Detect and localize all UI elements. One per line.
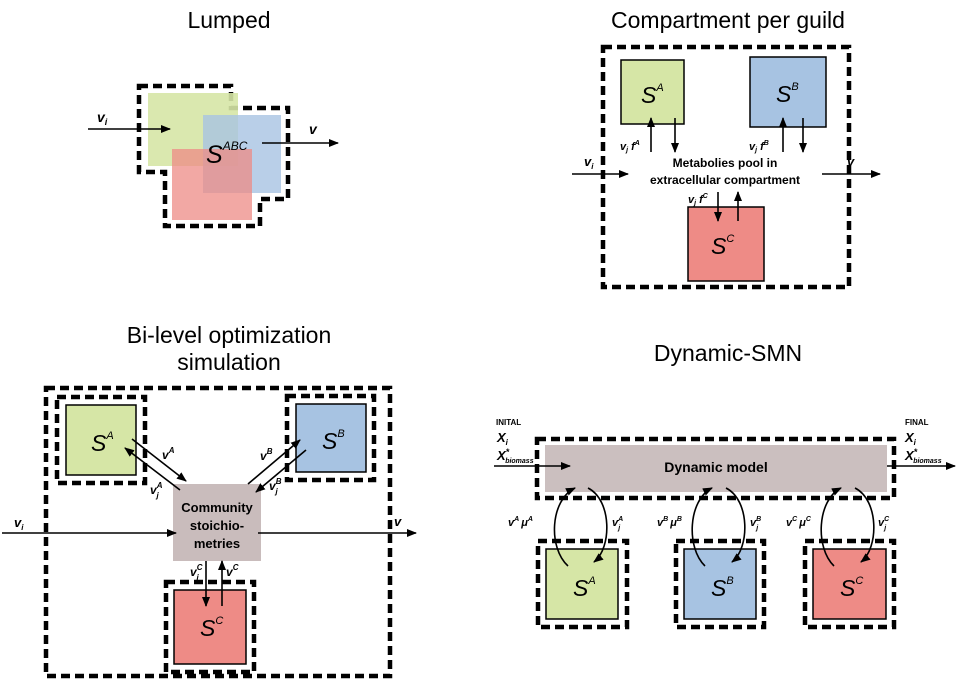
- dynamic-initial-x-label: Xi: [496, 430, 509, 447]
- community-box: [173, 484, 261, 561]
- bilevel-inflow-label: vi: [14, 515, 24, 532]
- bilevel-species-b-box: [295, 403, 367, 473]
- bilevel-c-v-label: vC: [226, 563, 239, 579]
- dynamic-species-a-box: [545, 548, 619, 620]
- dynamic-a-down-arrow: [587, 487, 608, 563]
- lumped-panel: Lumped vi v SABC: [88, 7, 339, 229]
- compartment-species-a-box: [620, 59, 685, 125]
- dynamic-species-b-label: SB: [711, 575, 734, 601]
- bilevel-title-line2: simulation: [177, 349, 281, 375]
- community-label-line3: metries: [194, 536, 240, 551]
- community-label-line2: stoichio-: [190, 518, 244, 533]
- compartment-species-c-label: SC: [711, 233, 734, 259]
- dynamic-species-c-box: [812, 548, 887, 620]
- bilevel-c-boundary: [163, 579, 257, 675]
- compartment-species-c-box: [687, 206, 765, 282]
- dynamic-species-a-label: SA: [573, 575, 596, 601]
- bilevel-title-line1: Bi-level optimization: [127, 322, 332, 348]
- lumped-inflow-label: vi: [97, 109, 108, 127]
- bilevel-a-boundary: [54, 394, 148, 486]
- bilevel-community-to-a-arrow: [131, 438, 187, 482]
- bilevel-b-v-label: vB: [260, 447, 273, 463]
- dynamic-c-up-arrow: [820, 487, 842, 567]
- dynamic-b-up-arrow: [691, 487, 713, 567]
- bilevel-outer-boundary: [43, 385, 393, 679]
- dynamic-model-box: [545, 445, 887, 492]
- bilevel-a-v-label: vA: [162, 446, 175, 462]
- dynamic-initial-label: INITAL: [496, 418, 521, 427]
- compartment-species-b-box: [749, 56, 827, 128]
- lumped-outflow-label: v: [309, 121, 318, 137]
- dynamic-panel: Dynamic-SMN INITAL Xi X*biomass FINAL Xi…: [494, 340, 956, 630]
- dynamic-title: Dynamic-SMN: [654, 340, 802, 366]
- bilevel-species-c-box: [173, 589, 247, 665]
- community-label-line1: Community: [181, 500, 253, 515]
- bilevel-b-boundary: [284, 393, 377, 483]
- dynamic-final-x-label: Xi: [904, 430, 917, 447]
- compartment-species-a-label: SA: [641, 82, 664, 108]
- compartment-boundary: [600, 44, 852, 290]
- dynamic-final-label: FINAL: [905, 418, 929, 427]
- bilevel-species-a-label: SA: [91, 430, 114, 456]
- dynamic-c-boundary: [802, 538, 897, 630]
- dynamic-final-biomass-label: X*biomass: [904, 447, 942, 465]
- dynamic-model-boundary: [534, 436, 897, 501]
- bilevel-a-to-community-arrow: [124, 447, 181, 491]
- dynamic-model-label: Dynamic model: [664, 459, 767, 475]
- bilevel-species-b-label: SB: [322, 428, 345, 454]
- pool-label-line1: Metabolies pool in: [673, 156, 778, 170]
- dynamic-species-b-box: [683, 548, 757, 620]
- compartment-outflow-label: v: [847, 154, 855, 169]
- lumped-species-c-box: [172, 149, 252, 220]
- compartment-title: Compartment per guild: [611, 7, 845, 33]
- compartment-species-b-label: SB: [776, 81, 799, 107]
- dynamic-c-down-arrow: [854, 487, 875, 563]
- pool-label-line2: extracellular compartment: [650, 173, 800, 187]
- dynamic-a-up-arrow: [553, 487, 576, 567]
- bilevel-b-to-community-arrow: [247, 439, 301, 485]
- lumped-title: Lumped: [187, 7, 270, 33]
- dynamic-b-boundary: [673, 538, 767, 630]
- bilevel-species-a-box: [65, 404, 137, 476]
- bilevel-species-c-label: SC: [200, 615, 223, 641]
- dynamic-a-boundary: [535, 538, 630, 630]
- compartment-inflow-label: vi: [584, 154, 594, 171]
- lumped-species-label: SABC: [206, 139, 248, 169]
- bilevel-panel: Bi-level optimization simulation SA SB S…: [2, 322, 417, 679]
- dynamic-initial-biomass-label: X*biomass: [496, 447, 534, 465]
- dynamic-b-down-arrow: [725, 487, 746, 563]
- bilevel-outflow-label: v: [394, 514, 402, 529]
- dynamic-species-c-label: SC: [840, 575, 863, 601]
- bilevel-community-to-b-arrow: [255, 449, 307, 493]
